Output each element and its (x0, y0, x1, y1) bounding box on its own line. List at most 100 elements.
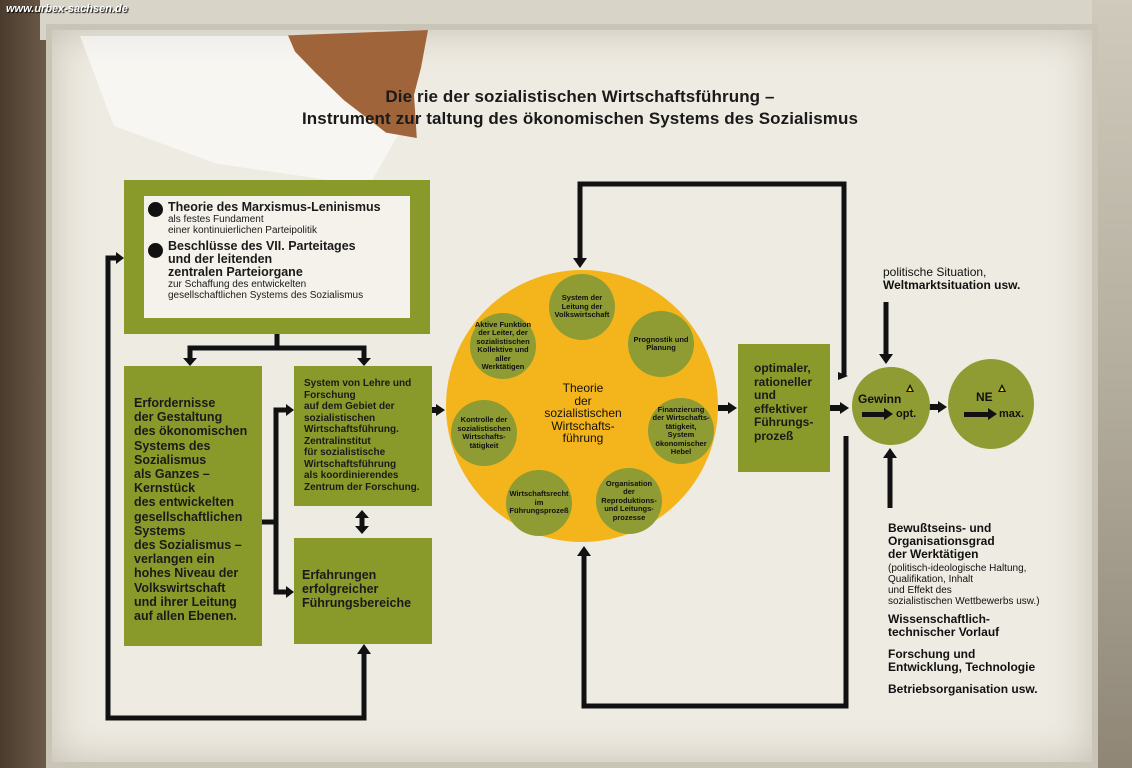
requirements-line: des Sozialismus – (134, 538, 242, 553)
experience-box: Erfahrungen erfolgreicher Führungsbereic… (294, 538, 432, 644)
arrow-head-research-to-theory (436, 404, 445, 416)
arrow-head-profit-to-ne (938, 401, 947, 413)
research-line: als koordinierendes (304, 470, 399, 481)
research-line: Wirtschaftsführung (304, 458, 397, 470)
research-line: auf dem Gebiet der (304, 401, 395, 412)
research-line: für sozialistische (304, 447, 386, 458)
theory-line: Theorie (562, 381, 604, 395)
title-line-1: Die rie der sozialistischen Wirtschaftsf… (385, 87, 775, 106)
requirements-line: verlangen ein (134, 552, 215, 567)
foundation-item-2-head-2: und der leitenden (168, 252, 273, 266)
arrow-profit-to-ne (928, 404, 940, 410)
delta-icon (906, 384, 914, 392)
process-line: und (754, 388, 776, 402)
title-line-2: Instrument zur taltung des ökonomischen … (301, 109, 859, 128)
factor-line: Entwicklung, Technologie (888, 660, 1036, 674)
external-factor-line: Weltmarktsituation usw. (883, 278, 1021, 292)
external-factors: politische Situation, Weltmarktsituation… (883, 266, 1020, 292)
wall-right-background (1092, 0, 1132, 768)
process-line: prozeß (754, 428, 794, 443)
process-text: optimaler, rationeller und effektiver Fü… (754, 361, 824, 443)
factor-line: der Werktätigen (888, 547, 979, 561)
theory-line: führung (562, 431, 604, 445)
ne-sub-label: max. (999, 408, 1025, 420)
foundation-item-2-head-3: zentralen Parteiorgane (168, 265, 303, 279)
factor-line: Organisationsgrad (888, 534, 995, 548)
research-line: System von Lehre und (304, 378, 412, 389)
bullet-2 (148, 243, 163, 258)
requirements-line: und ihrer Leitung (134, 594, 237, 609)
arrow-theory-to-process (718, 405, 730, 411)
profit-sub-label: opt. (896, 408, 917, 420)
factor-line: Wissenschaftlich- (888, 612, 990, 626)
requirements-text: Erfordernisse der Gestaltung des ökonomi… (134, 396, 254, 623)
theory-center-label: Theorie der sozialistischen Wirtschafts-… (540, 382, 626, 445)
research-line: sozialistischen (304, 412, 376, 424)
foundation-item-2-sub-2: gesellschaftlichen Systems des Sozialism… (168, 290, 364, 301)
requirements-box: Erfordernisse der Gestaltung des ökonomi… (124, 366, 262, 646)
process-line: optimaler, (754, 361, 811, 375)
foundation-item-1-head: Theorie des Marxismus-Leninismus (168, 200, 381, 214)
factor-line: Forschung und (888, 647, 976, 661)
foundation-box: Theorie des Marxismus-Leninismus als fes… (124, 180, 430, 334)
external-factor-line: politische Situation, (883, 265, 987, 279)
research-line: Forschung (304, 389, 356, 401)
node-prognostik-planung: Prognostik und Planung (628, 311, 694, 377)
watermark: www.urbex-sachsen.de (6, 3, 128, 15)
experience-line: erfolgreicher (302, 582, 379, 596)
requirements-line: Volkswirtschaft (134, 580, 226, 595)
node-wirtschaftsrecht: Wirtschaftsrecht im Führungsprozeß (506, 470, 572, 536)
foundation-item-2-sub-1: zur Schaffung des entwickelten (168, 279, 307, 290)
delta-icon (998, 384, 1006, 392)
factor-line: Betriebsorganisation usw. (888, 682, 1038, 696)
node-kontrolle: Kontrolle der sozialistischen Wirtschaft… (451, 400, 517, 466)
ne-arrow-head-icon (988, 408, 997, 420)
node-organisation: Organisation der Reproduktions- und Leit… (596, 468, 662, 534)
theory-line: sozialistischen (544, 406, 622, 420)
research-system-box: System von Lehre und Forschung auf dem G… (294, 366, 432, 506)
factor-line: Bewußtseins- und (888, 521, 992, 535)
process-line: effektiver (754, 401, 808, 416)
arrow-process-to-profit (830, 405, 842, 411)
arrow-head-theory-to-process (728, 402, 737, 414)
experience-text: Erfahrungen erfolgreicher Führungsbereic… (302, 568, 424, 610)
research-line: Zentrum der Forschung. (304, 481, 420, 493)
profit-arrow-head-icon (884, 408, 893, 420)
bullet-1 (148, 202, 163, 217)
requirements-line: gesellschaftlichen (134, 509, 243, 524)
factor-line: Qualifikation, Inhalt (888, 574, 974, 585)
arrow-research-to-theory (432, 407, 438, 413)
factor-line: (politisch-ideologische Haltung, (888, 563, 1027, 574)
requirements-line: Systems des (134, 438, 211, 453)
node-aktive-funktion: Aktive Funktion der Leiter, der sozialis… (470, 313, 536, 379)
process-line: Führungs- (754, 415, 814, 429)
process-line: rationeller (754, 374, 813, 389)
requirements-line: Systems (134, 523, 186, 538)
requirements-line: Sozialismus (134, 452, 207, 467)
ne-arrow-icon (964, 412, 990, 417)
requirements-line: auf allen Ebenen. (134, 609, 237, 624)
requirements-line: des entwickelten (134, 495, 235, 510)
requirements-line: als Ganzes – (134, 467, 210, 482)
ne-label: NE (976, 390, 993, 404)
foundation-item-1-sub-2: einer kontinuierlichen Parteipolitik (168, 225, 317, 236)
factor-line: und Effekt des (888, 585, 952, 596)
process-box: optimaler, rationeller und effektiver Fü… (738, 344, 830, 472)
factor-line: sozialistischen Wettbewerbs usw.) (888, 596, 1040, 607)
research-line: Zentralinstitut (304, 435, 371, 447)
arrow-head-process-to-profit (840, 402, 849, 414)
ne-circle (948, 359, 1034, 449)
node-leitung-volkswirtschaft: System der Leitung der Volkswirtschaft (549, 274, 615, 340)
profit-circle (852, 367, 930, 445)
foundation-item-2-head-1: Beschlüsse des VII. Parteitages (168, 239, 356, 253)
requirements-line: der Gestaltung (134, 410, 223, 425)
research-line: Wirtschaftsführung. (304, 424, 399, 435)
experience-line: Führungsbereiche (302, 596, 412, 610)
requirements-line: Erfordernisse (134, 396, 216, 410)
requirements-line: des ökonomischen (134, 424, 248, 439)
theory-line: der (574, 393, 592, 408)
factor-line: technischer Vorlauf (888, 625, 1000, 639)
profit-label: Gewinn (858, 392, 902, 406)
poster-title: Die rie der sozialistischen Wirtschaftsf… (180, 86, 980, 130)
experience-line: Erfahrungen (302, 568, 377, 582)
